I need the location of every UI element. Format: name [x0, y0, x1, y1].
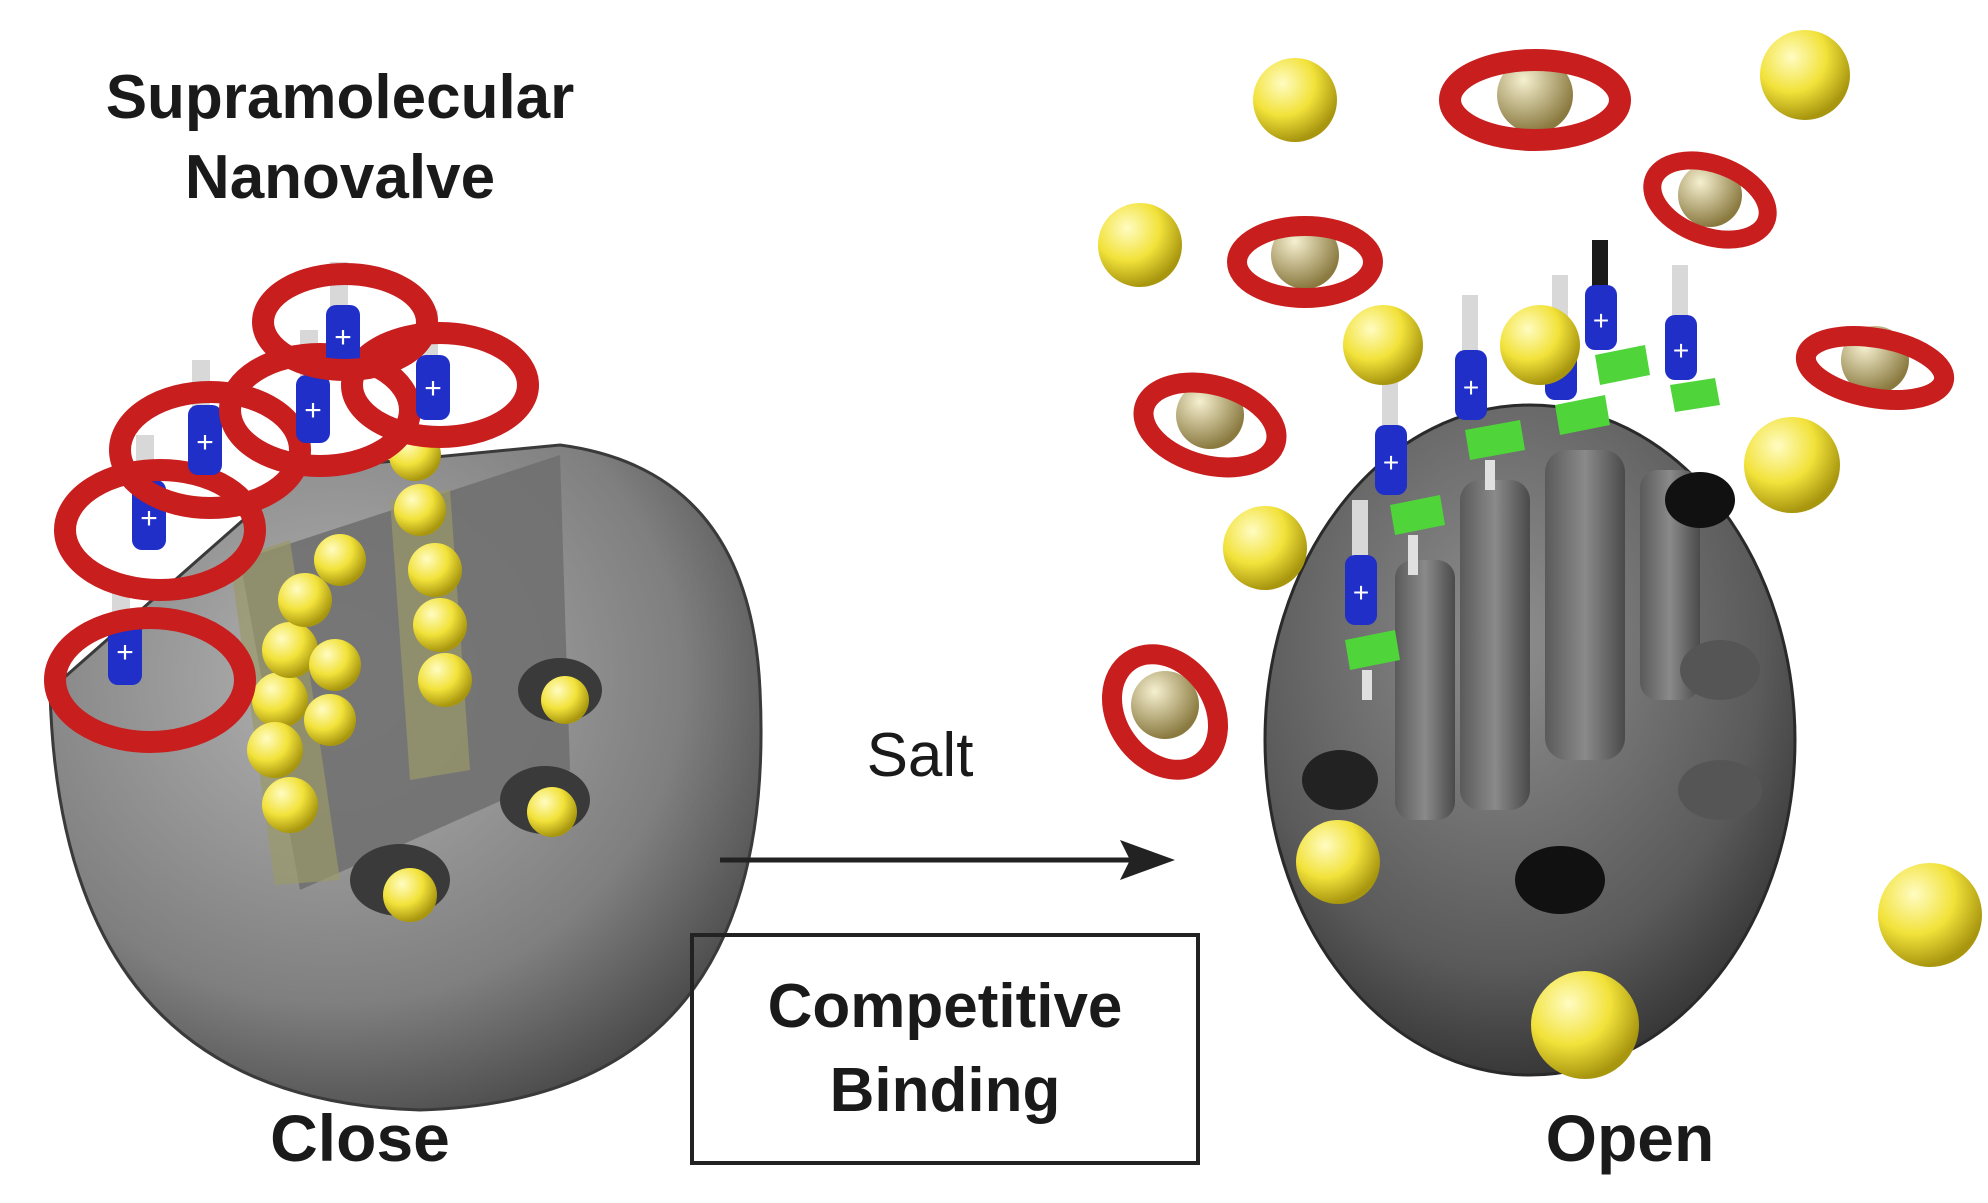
diagram-title: Supramolecular Nanovalve	[40, 58, 640, 218]
svg-text:+: +	[1673, 335, 1689, 366]
svg-text:+: +	[140, 502, 158, 535]
ring-complex	[1101, 644, 1229, 780]
stalk-with-ring: +	[252, 262, 438, 381]
ring-complex	[1439, 49, 1631, 151]
svg-text:+: +	[1383, 447, 1399, 478]
pore-cylinders	[1395, 450, 1700, 820]
svg-text:+: +	[196, 426, 214, 459]
closed-nanoparticle: + + + +	[44, 262, 763, 1112]
box-line-2: Binding	[829, 1056, 1061, 1125]
open-state-label: Open	[1545, 1101, 1715, 1175]
svg-text:+: +	[1593, 305, 1609, 336]
close-state-label: Close	[270, 1101, 450, 1175]
released-ring-complexes	[1101, 49, 1955, 780]
released-cargo	[1098, 30, 1982, 1079]
bare-stalk: +	[1665, 265, 1720, 412]
ring-complex	[1227, 216, 1383, 308]
svg-text:+: +	[424, 372, 442, 405]
competitive-binding-box: Competitive Binding	[690, 933, 1200, 1165]
svg-text:+: +	[1463, 372, 1479, 403]
surface-pores	[350, 658, 602, 922]
bare-stalk: +	[1375, 370, 1445, 575]
svg-text:+: +	[334, 321, 352, 354]
stalk-with-ring: +	[109, 360, 311, 519]
title-line-2: Nanovalve	[184, 143, 496, 212]
arrow-label: Salt	[866, 721, 974, 790]
ring-complex	[1133, 372, 1287, 478]
title-line-1: Supramolecular	[105, 63, 575, 132]
ring-complex	[1643, 151, 1777, 249]
bare-stalk: +	[1585, 240, 1650, 385]
bare-stalk: +	[1455, 295, 1525, 490]
empty-pores	[1302, 472, 1762, 914]
stalk-with-ring: +	[219, 330, 421, 477]
reaction-arrow	[720, 840, 1175, 880]
cargo-molecules-inside	[247, 429, 472, 833]
svg-text:+: +	[304, 394, 322, 427]
svg-text:+: +	[1353, 577, 1369, 608]
nanovalve-stalks-closed: + + + +	[44, 262, 539, 753]
ring-complex	[1795, 326, 1955, 410]
box-line-1: Competitive	[767, 972, 1123, 1041]
svg-text:+: +	[116, 636, 134, 669]
bare-stalk: +	[1345, 500, 1400, 700]
